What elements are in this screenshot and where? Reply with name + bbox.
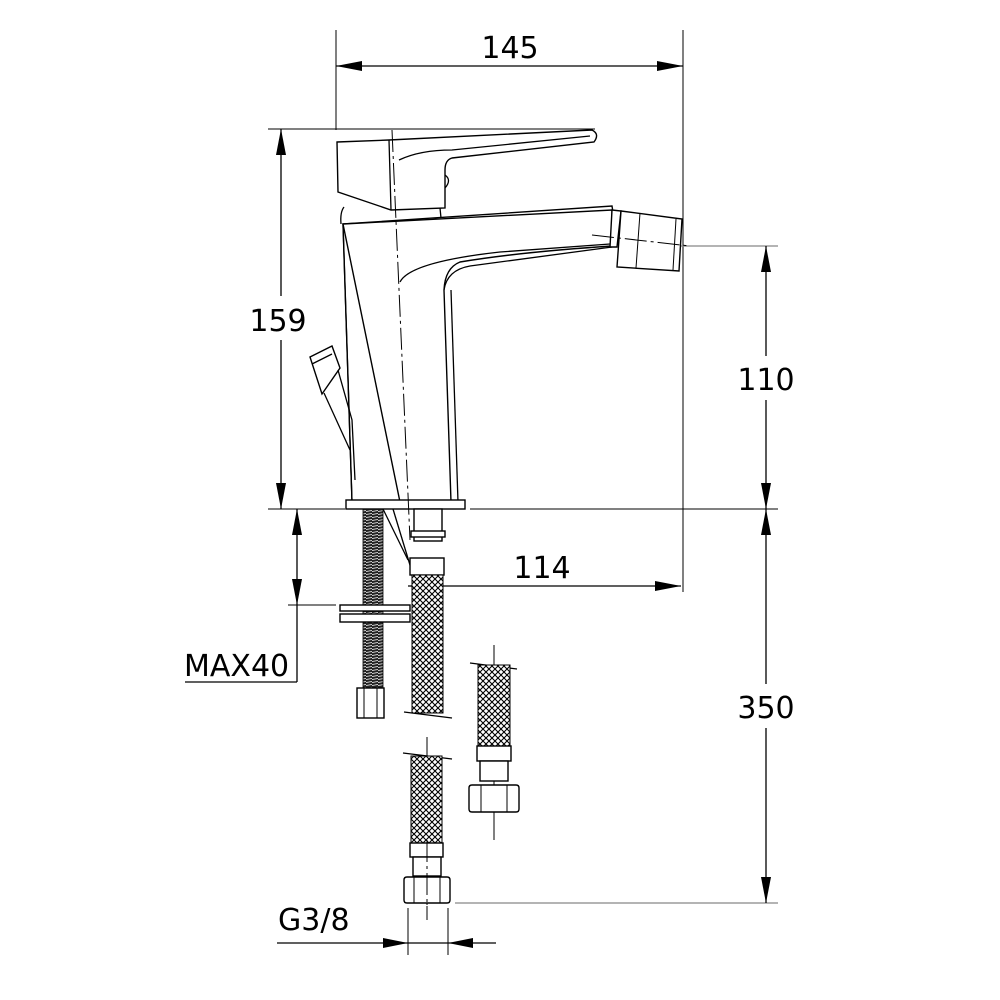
dimension-spout-height-110: 110 — [470, 245, 800, 510]
dimension-label-height: 159 — [249, 304, 306, 339]
dimension-label-thread: G3/8 — [278, 903, 350, 938]
dimension-height-159: 159 — [240, 128, 595, 510]
dimension-label-width: 145 — [481, 31, 538, 66]
dimension-thread-g38: G3/8 — [277, 903, 496, 955]
dimension-reach-114: 114 — [408, 551, 681, 591]
dimension-max-deck-40: MAX40 — [184, 509, 336, 684]
faucet-body — [309, 129, 691, 541]
dimension-label-hose-length: 350 — [737, 691, 794, 726]
dimension-width-145: 145 — [335, 30, 684, 592]
inlet-hose-upper — [403, 508, 453, 719]
dimension-hose-length-350: 350 — [455, 509, 800, 904]
mounting-hardware — [339, 508, 414, 719]
inlet-hose-second — [468, 645, 520, 840]
dimension-label-max-deck: MAX40 — [184, 649, 289, 684]
dimension-label-reach: 114 — [513, 551, 570, 586]
inlet-hose-lower — [402, 737, 453, 920]
dimension-label-spout-height: 110 — [737, 363, 794, 398]
